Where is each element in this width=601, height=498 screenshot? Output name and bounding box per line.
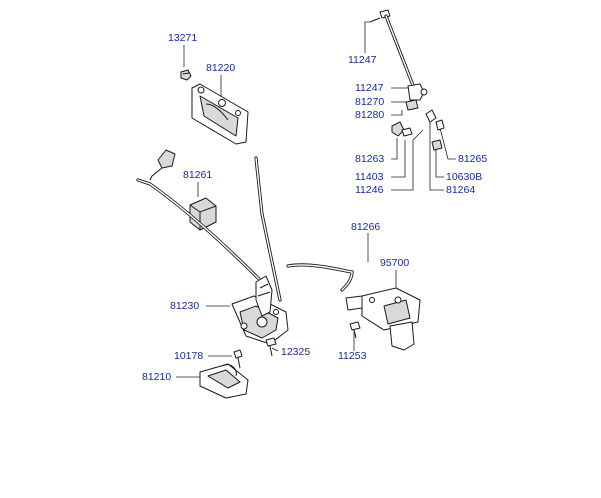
part-81266-cable[interactable] [286,263,354,292]
part-10178-bolt[interactable] [233,349,243,369]
label-11246[interactable]: 11246 [355,184,384,196]
part-10630b-plug[interactable] [431,139,443,151]
label-81264[interactable]: 81264 [446,184,475,196]
part-95700-actuator[interactable] [345,287,421,351]
part-11253-bolt[interactable] [349,321,361,339]
part-81230-latch[interactable] [231,275,289,345]
label-11247-mid[interactable]: 11247 [355,82,384,94]
label-11253[interactable]: 11253 [338,350,367,362]
part-11403-screw[interactable] [401,127,413,137]
label-81263[interactable]: 81263 [355,153,384,165]
label-13271[interactable]: 13271 [168,32,197,44]
label-81280[interactable]: 81280 [355,109,384,121]
part-81220-bracket[interactable] [191,83,249,145]
label-81261[interactable]: 81261 [183,169,212,181]
part-81263-grommet[interactable] [391,121,405,137]
part-13271-clip[interactable] [180,69,192,81]
part-81265-clip[interactable] [425,109,445,131]
part-12325-bolt[interactable] [265,337,277,357]
label-81230[interactable]: 81230 [170,300,199,312]
label-81220[interactable]: 81220 [206,62,235,74]
part-81210-striker[interactable] [199,363,249,399]
label-12325[interactable]: 12325 [281,346,310,358]
label-10630b[interactable]: 10630B [446,171,482,183]
leader-lines [176,21,456,378]
label-81210[interactable]: 81210 [142,371,171,383]
release-cable[interactable] [136,149,282,302]
label-81265[interactable]: 81265 [458,153,487,165]
label-81266[interactable]: 81266 [351,221,380,233]
label-95700[interactable]: 95700 [380,257,409,269]
part-hood-support-rod[interactable] [369,9,428,111]
label-81270[interactable]: 81270 [355,96,384,108]
label-11247-top[interactable]: 11247 [348,54,377,66]
label-11403[interactable]: 11403 [355,171,384,183]
label-10178[interactable]: 10178 [174,350,203,362]
